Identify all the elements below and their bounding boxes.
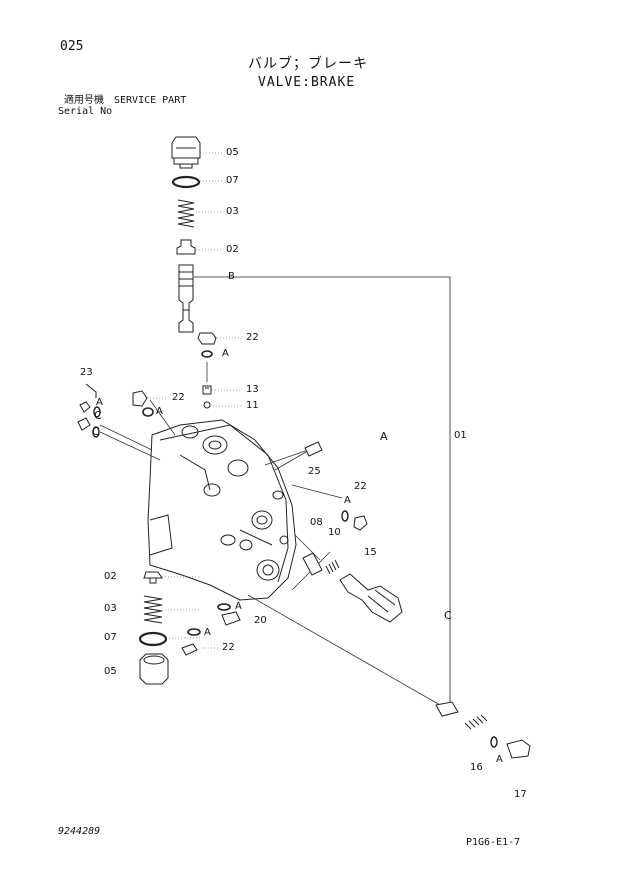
label-part-02-top: 02 <box>226 244 239 255</box>
label-part-20: 20 <box>254 615 267 626</box>
label-part-17: 17 <box>514 789 527 800</box>
label-part-11: 11 <box>246 400 259 411</box>
plug-part-22-c <box>353 515 368 531</box>
label-part-23: 23 <box>80 367 93 378</box>
label-part-01: 01 <box>454 430 467 441</box>
label-ref-a-large: A <box>380 430 388 443</box>
spring-part-03-bottom <box>143 595 163 624</box>
o-ring-a3 <box>142 407 154 417</box>
label-part-22-d: 22 <box>222 642 235 653</box>
reference-line-b-c <box>194 276 451 710</box>
o-ring-a6 <box>187 628 201 636</box>
fitting-part-25 <box>304 441 323 457</box>
title-english: VALVE:BRAKE <box>258 75 356 90</box>
plug-part-22-a <box>197 332 217 345</box>
valve-part-15 <box>339 573 403 623</box>
plug-part-17 <box>506 739 531 759</box>
label-part-15: 15 <box>364 547 377 558</box>
label-ref-a-6: A <box>204 627 211 638</box>
o-ring-part-07-top <box>171 175 201 189</box>
label-part-16: 16 <box>470 762 483 773</box>
sleeve-part-08 <box>302 552 323 576</box>
label-ref-b: B <box>228 271 235 282</box>
o-ring-part-07-bottom <box>138 631 168 647</box>
o-ring-a5 <box>217 603 231 611</box>
o-ring-23-a <box>93 406 101 418</box>
spring-part-03-top <box>177 199 195 228</box>
label-part-02-bottom: 02 <box>104 571 117 582</box>
spool-part-16 <box>435 701 459 717</box>
label-ref-a-1: A <box>222 348 229 359</box>
label-ref-a-4: A <box>344 495 351 506</box>
label-part-03-top: 03 <box>226 206 239 217</box>
fitting-part-20 <box>221 611 241 626</box>
seat-part-02-bottom <box>143 571 163 584</box>
label-part-22-c: 22 <box>354 481 367 492</box>
label-part-03-bottom: 03 <box>104 603 117 614</box>
label-ref-c-3: C <box>444 609 452 622</box>
applicable-model-label: 適用号機 SERVICE PART <box>64 95 187 106</box>
page-code: P1G6-E1-7 <box>466 837 521 848</box>
o-ring-a4 <box>341 510 349 522</box>
label-part-08: 08 <box>310 517 323 528</box>
brake-valve-body <box>147 419 297 601</box>
o-ring-23-b <box>92 426 100 438</box>
label-part-22-a: 22 <box>246 332 259 343</box>
plug-part-22-d <box>181 643 198 656</box>
label-ref-a-3: A <box>156 406 163 417</box>
title-japanese: バルブ；ブレーキ <box>248 56 368 72</box>
fitting-23-b <box>77 417 91 431</box>
spool-part-b <box>178 264 194 333</box>
o-ring-a7 <box>490 736 498 748</box>
label-ref-a-7: A <box>496 754 503 765</box>
page-number: 025 <box>60 39 84 54</box>
label-ref-c-1: C <box>94 409 102 422</box>
label-part-22-b: 22 <box>172 392 185 403</box>
label-ref-a-2: A <box>96 397 103 408</box>
label-part-25: 25 <box>308 466 321 477</box>
serial-no-label: Serial No <box>58 106 113 117</box>
label-part-07-top: 07 <box>226 175 239 186</box>
part-13 <box>202 385 212 395</box>
plug-part-05-bottom <box>139 653 169 685</box>
label-part-13: 13 <box>246 384 259 395</box>
label-ref-a-5: A <box>235 601 242 612</box>
label-part-07-bottom: 07 <box>104 632 117 643</box>
fitting-23-a <box>79 401 91 413</box>
label-part-05-top: 05 <box>226 147 239 158</box>
spring-part-10 <box>325 559 340 575</box>
label-ref-c-2: C <box>92 425 100 438</box>
plug-part-22-b <box>132 390 148 407</box>
label-part-10: 10 <box>328 527 341 538</box>
seat-part-02-top <box>176 239 196 255</box>
drawing-number: 9244289 <box>58 826 101 837</box>
label-part-05-bottom: 05 <box>104 666 117 677</box>
ball-part-11 <box>203 401 211 409</box>
plug-part-05-top <box>171 136 201 169</box>
spring-part-16 <box>464 714 488 730</box>
o-ring-a1 <box>201 350 213 358</box>
